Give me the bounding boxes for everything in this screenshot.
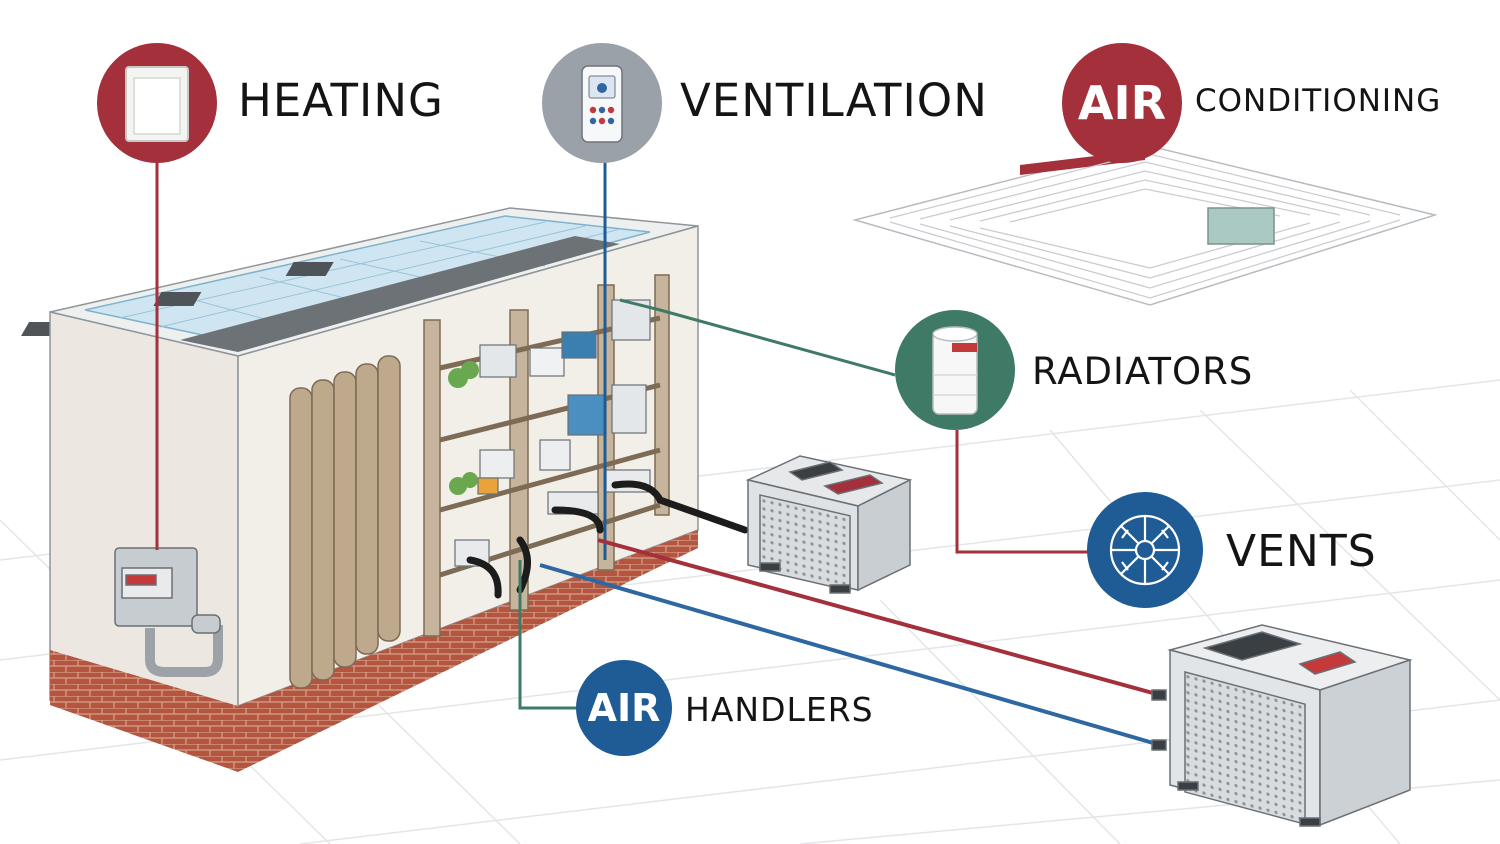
building bbox=[21, 207, 749, 772]
outdoor-condenser-unit bbox=[1151, 624, 1413, 827]
heating-badge bbox=[97, 43, 217, 163]
remote-control-icon bbox=[581, 65, 623, 143]
air-handlers-badge bbox=[576, 660, 672, 756]
air-conditioning-badge-text: AIR bbox=[1077, 76, 1167, 130]
ceiling-vent bbox=[852, 144, 1438, 306]
fan-icon bbox=[1109, 514, 1181, 586]
heating-label: HEATING bbox=[238, 74, 444, 127]
radiators-connector bbox=[619, 298, 896, 377]
vents-badge bbox=[1087, 492, 1203, 608]
thermostat-panel-icon bbox=[125, 66, 189, 142]
red-supply-line bbox=[597, 538, 1161, 697]
small-ac-unit bbox=[745, 455, 913, 594]
air-handlers-connector bbox=[518, 560, 578, 710]
vents-connector bbox=[955, 430, 1088, 554]
blue-return-line bbox=[539, 563, 1161, 747]
heating-control-box bbox=[114, 547, 223, 677]
air-conditioning-label: CONDITIONING bbox=[1195, 83, 1442, 119]
connector-lines bbox=[155, 160, 1161, 747]
vents-label: VENTS bbox=[1226, 526, 1377, 577]
radiator-canister-icon bbox=[932, 326, 978, 415]
air-conditioning-badge bbox=[1062, 43, 1182, 163]
radiators-badge bbox=[895, 310, 1015, 430]
ventilation-label: VENTILATION bbox=[680, 74, 988, 127]
ventilation-badge bbox=[542, 43, 662, 163]
air-handlers-label: HANDLERS bbox=[685, 690, 874, 729]
air-handlers-badge-text: AIR bbox=[587, 686, 661, 730]
radiators-label: RADIATORS bbox=[1032, 350, 1254, 393]
